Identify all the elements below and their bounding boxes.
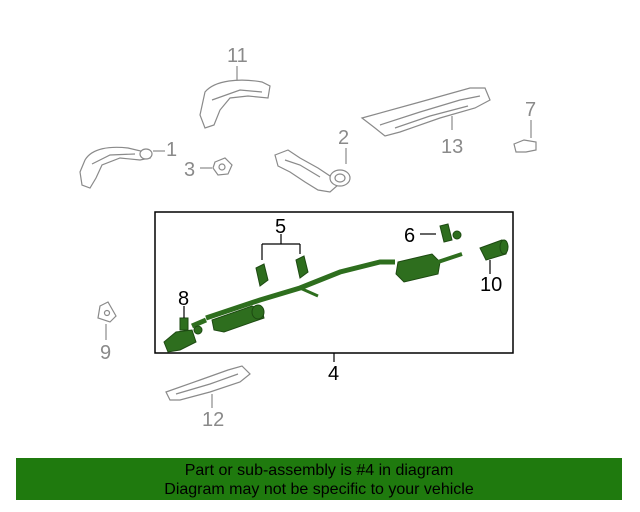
callout-1: 1 xyxy=(166,139,178,161)
callout-5: 5 xyxy=(275,216,287,238)
part-9-hanger[interactable] xyxy=(97,301,117,323)
info-banner: Part or sub-assembly is #4 in diagram Di… xyxy=(16,458,622,500)
callout-4: 4 xyxy=(328,363,340,385)
banner-line-1: Part or sub-assembly is #4 in diagram xyxy=(184,462,454,479)
part-11-heat-shield[interactable] xyxy=(199,79,271,129)
part-5-hanger-left[interactable] xyxy=(255,263,269,287)
part-7-bracket[interactable] xyxy=(513,139,537,153)
part-8-oxygen-sensor-pipe[interactable] xyxy=(163,317,203,353)
part-2-catalytic-converter[interactable] xyxy=(274,149,351,193)
callout-12: 12 xyxy=(202,409,225,431)
part-4-exhaust-assembly[interactable] xyxy=(191,252,463,333)
part-13-heat-shield[interactable] xyxy=(360,87,491,137)
part-6-hanger[interactable] xyxy=(439,223,462,243)
part-10-exhaust-tip[interactable] xyxy=(479,239,509,261)
part-3-gasket[interactable] xyxy=(212,157,233,176)
part-1-exhaust-manifold-pipe[interactable] xyxy=(79,146,153,189)
callout-2: 2 xyxy=(338,127,350,149)
exhaust-parts-diagram xyxy=(79,66,537,408)
part-5-bracket-lines xyxy=(261,234,301,260)
part-5-hanger-right[interactable] xyxy=(295,255,309,279)
callout-13: 13 xyxy=(441,136,464,158)
callout-7: 7 xyxy=(525,99,537,121)
callout-3: 3 xyxy=(184,159,196,181)
callout-8: 8 xyxy=(178,288,190,310)
callout-9: 9 xyxy=(100,342,112,364)
part-12-heat-shield[interactable] xyxy=(165,365,251,401)
callout-6: 6 xyxy=(404,225,416,247)
callout-11: 11 xyxy=(227,45,248,67)
callout-10: 10 xyxy=(480,274,503,296)
banner-line-2: Diagram may not be specific to your vehi… xyxy=(164,481,474,498)
